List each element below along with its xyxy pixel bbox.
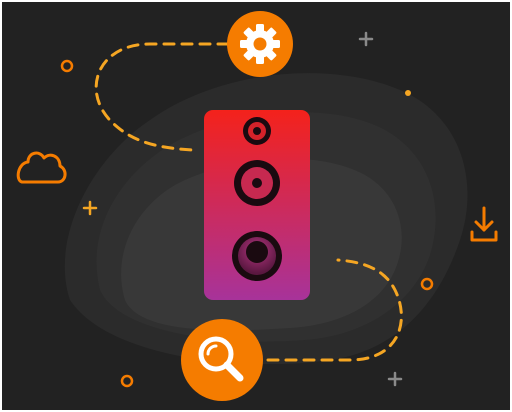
decor-plus-1: [358, 31, 374, 47]
decor-plus-2: [82, 200, 98, 216]
decor-ring-3: [120, 374, 134, 388]
gear-icon: [227, 11, 293, 77]
download-icon: [470, 206, 498, 242]
dashed-connector-bottom: [266, 258, 403, 362]
decor-ring-2: [420, 277, 434, 291]
speaker-tweeter: [243, 117, 271, 145]
decor-dot: [405, 90, 411, 96]
magnifier-icon: [181, 319, 263, 401]
dashed-connector-top: [94, 42, 230, 152]
decor-ring-1: [60, 59, 74, 73]
speaker-woofer: [232, 231, 282, 281]
cloud-icon: [16, 151, 67, 184]
speaker-icon: [204, 110, 310, 300]
decor-plus-3: [387, 371, 403, 387]
speaker-mid-cone: [234, 160, 280, 206]
